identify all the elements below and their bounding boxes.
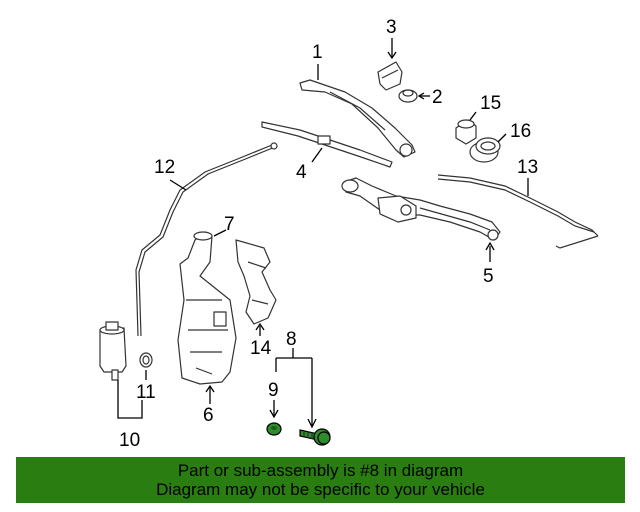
leader-7 — [213, 229, 227, 237]
hose-right-end — [555, 235, 599, 249]
arrow-6 — [205, 384, 215, 393]
hose-end-top — [270, 142, 278, 150]
callout-7: 7 — [224, 214, 235, 235]
wiper-blade-part — [261, 121, 393, 168]
small-cap-part — [455, 119, 477, 145]
arrow-3 — [387, 51, 397, 60]
wiper-arm-part — [299, 79, 416, 158]
washer-hose-part — [135, 144, 273, 337]
reservoir-part — [177, 231, 237, 385]
nut-part — [398, 89, 418, 103]
bolt-8-part — [299, 428, 331, 446]
callout-6: 6 — [203, 405, 214, 426]
callout-10: 10 — [119, 430, 140, 451]
banner-line-2: Diagram may not be specific to your vehi… — [156, 480, 485, 499]
bracket-part — [235, 239, 277, 325]
bracket-8 — [275, 348, 313, 426]
pump-seal-part — [139, 352, 153, 368]
leader-4 — [311, 147, 323, 163]
nut-9-part — [266, 422, 282, 436]
callout-3: 3 — [386, 17, 397, 38]
hose-right-outline — [437, 178, 595, 233]
callout-5: 5 — [483, 266, 494, 287]
callout-13: 13 — [517, 157, 538, 178]
banner-line-1: Part or sub-assembly is #8 in diagram — [177, 461, 464, 480]
callout-1: 1 — [312, 42, 323, 63]
leader-16 — [497, 133, 507, 143]
callout-12: 12 — [154, 157, 175, 178]
washer-pump-part — [99, 321, 127, 381]
hose-right-part — [437, 174, 599, 237]
callout-11: 11 — [136, 382, 156, 403]
info-banner: Part or sub-assembly is #8 in diagram Di… — [16, 457, 625, 503]
bracket-10 — [117, 380, 143, 419]
callout-2: 2 — [432, 87, 443, 108]
arrow-9 — [269, 409, 279, 419]
arrow-8 — [307, 418, 317, 429]
arrow-2 — [417, 92, 425, 100]
arrow-14 — [255, 322, 265, 331]
arrow-5 — [485, 241, 495, 251]
callout-9: 9 — [268, 380, 279, 401]
callout-4: 4 — [296, 162, 307, 183]
leader-12 — [169, 179, 187, 191]
leader-15 — [469, 111, 477, 121]
wiper-linkage-part — [341, 177, 501, 241]
grommet-part — [469, 137, 501, 163]
callout-14: 14 — [250, 338, 272, 359]
callout-15: 15 — [480, 93, 501, 114]
callout-16: 16 — [510, 121, 531, 142]
cap-part — [377, 61, 403, 91]
parts-diagram: 1 3 2 15 16 4 12 13 7 5 8 14 9 11 6 10 — [99, 17, 599, 451]
callout-8: 8 — [286, 329, 297, 350]
washer-hose-outline — [138, 146, 276, 337]
